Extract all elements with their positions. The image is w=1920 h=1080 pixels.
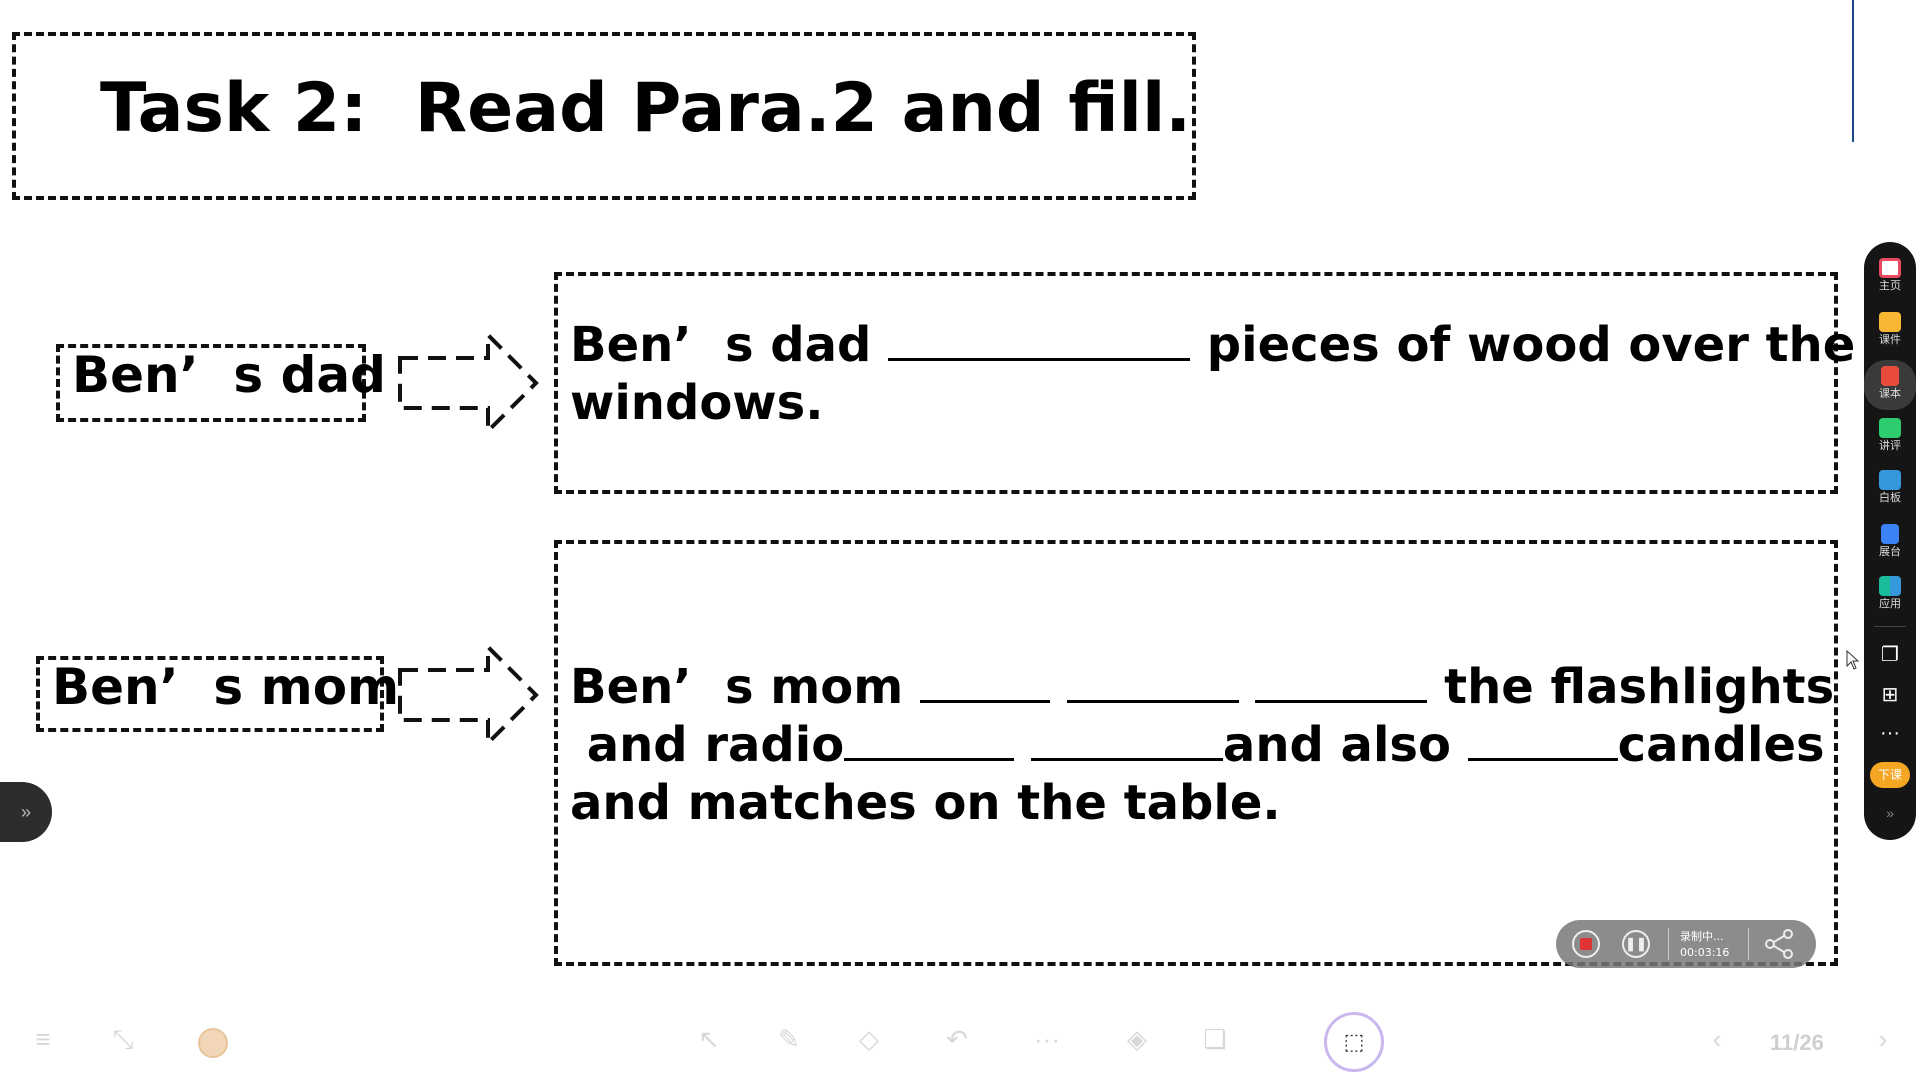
sentence-dad-pre: Ben’ s dad (570, 317, 889, 373)
task-title-box (12, 32, 1196, 200)
comment-icon (1879, 418, 1901, 438)
label-box-mom (36, 656, 384, 732)
blank-field[interactable] (844, 718, 1015, 761)
menu-icon[interactable]: ≡ (35, 1024, 51, 1054)
recorder-time: 00:03:16 (1680, 946, 1730, 959)
expand-icon: » (20, 802, 31, 822)
sidebar-item-home[interactable]: 主页 (1864, 258, 1916, 292)
edge-line (1852, 0, 1854, 142)
shrink-icon[interactable]: ⤡ (112, 1024, 134, 1054)
sentence-mom-line2: and radio and also candles (570, 716, 1825, 774)
windows-logo-icon: ⊞ (1881, 684, 1899, 706)
sentence-mom-line2-pre: and radio (570, 717, 845, 773)
sentence-mom-line2-post: candles (1617, 717, 1825, 773)
home-icon (1879, 258, 1901, 278)
whiteboard-icon (1879, 470, 1901, 490)
pointer-icon[interactable]: ↖ (698, 1024, 720, 1054)
copy-icon[interactable]: ❏ (1203, 1024, 1227, 1054)
window-button[interactable]: ❐ (1864, 644, 1916, 666)
more-button[interactable]: ··· (1864, 722, 1916, 744)
recorder-widget: ❚❚ 录制中... 00:03:16 (1556, 920, 1816, 968)
pause-record-button[interactable]: ❚❚ (1622, 930, 1650, 958)
sidebar-item-review[interactable]: 讲评 (1864, 418, 1916, 452)
stop-icon (1580, 938, 1592, 950)
blank-field[interactable] (1467, 718, 1618, 761)
sidebar-label: 展台 (1879, 545, 1901, 558)
sidebar-label: 主页 (1879, 279, 1901, 292)
sidebar-divider (1874, 626, 1906, 627)
sentence-box-dad (554, 272, 1838, 494)
sentence-dad-line2: windows. (570, 375, 824, 431)
avatar-icon[interactable] (198, 1028, 228, 1058)
recorder-status: 录制中... (1680, 930, 1724, 943)
expand-icon: » (1886, 805, 1894, 821)
select-button[interactable]: ⬚ (1324, 1012, 1384, 1072)
sentence-dad-post: pieces of wood over the (1190, 317, 1856, 373)
sidebar-item-apps[interactable]: 应用 (1864, 576, 1916, 610)
sidebar-label: 白板 (1879, 491, 1901, 504)
page-indicator: 11/26 (1770, 1030, 1824, 1055)
window-icon: ❐ (1881, 644, 1899, 666)
sidebar-item-courseware[interactable]: 课件 (1864, 312, 1916, 346)
sidebar-label: 讲评 (1879, 439, 1901, 452)
folder-icon (1879, 312, 1901, 332)
left-expand-tab[interactable]: » (0, 782, 52, 842)
arrow-icon (398, 642, 539, 748)
sidebar-item-booth[interactable]: 展台 (1864, 524, 1916, 558)
sentence-mom-pre: Ben’ s mom (570, 659, 920, 715)
label-dad: Ben’ s dad (72, 346, 386, 404)
sentence-mom-post: the flashlights (1427, 659, 1835, 715)
blank-field[interactable] (919, 660, 1050, 703)
label-mom: Ben’ s mom (52, 658, 400, 716)
layers-icon[interactable]: ◈ (1127, 1024, 1147, 1054)
right-sidebar: 主页 课件 课本 讲评 白板 展台 应用 ❐ ⊞ ··· 下课 » (1864, 242, 1916, 840)
booth-icon (1881, 524, 1899, 544)
blank-field[interactable] (1066, 660, 1239, 703)
sidebar-item-whiteboard[interactable]: 白板 (1864, 470, 1916, 504)
sidebar-expand-button[interactable]: » (1864, 802, 1916, 824)
sidebar-label: 课件 (1879, 333, 1901, 346)
stop-record-button[interactable] (1572, 930, 1600, 958)
end-class-button[interactable]: 下课 (1870, 762, 1910, 788)
cursor-icon (1846, 650, 1860, 670)
sentence-dad-line1: Ben’ s dad pieces of wood over the (570, 316, 1855, 374)
windows-button[interactable]: ⊞ (1864, 684, 1916, 706)
next-icon[interactable]: › (1878, 1024, 1888, 1054)
recorder-divider (1668, 928, 1669, 960)
pause-icon: ❚❚ (1625, 936, 1647, 951)
book-icon (1881, 366, 1899, 386)
sentence-box-mom (554, 540, 1838, 966)
sentence-mom-line1: Ben’ s mom the flashlights (570, 658, 1834, 716)
pen-icon[interactable]: ✎ (778, 1024, 800, 1054)
more-icon[interactable]: ··· (1034, 1024, 1060, 1054)
blank-field[interactable] (1030, 718, 1223, 761)
undo-icon[interactable]: ↶ (946, 1024, 968, 1054)
label-box-dad (56, 344, 366, 422)
recorder-divider (1748, 928, 1749, 960)
sidebar-label: 应用 (1879, 597, 1901, 610)
sentence-mom-line2-mid: and also (1222, 717, 1468, 773)
sidebar-item-textbook[interactable]: 课本 (1864, 360, 1916, 410)
task-title: Task 2: Read Para.2 and fill. (100, 69, 1192, 148)
sentence-mom-line3: and matches on the table. (570, 775, 1281, 831)
blank-field[interactable] (888, 318, 1191, 361)
more-icon: ··· (1880, 722, 1900, 744)
blank-field[interactable] (1255, 660, 1428, 703)
share-icon[interactable] (1762, 928, 1796, 960)
sidebar-label: 课本 (1879, 387, 1901, 400)
eraser-icon[interactable]: ◇ (859, 1024, 879, 1054)
arrow-icon (398, 330, 539, 436)
prev-icon[interactable]: ‹ (1712, 1024, 1722, 1054)
select-icon: ⬚ (1343, 1029, 1365, 1054)
apps-icon (1879, 576, 1901, 596)
